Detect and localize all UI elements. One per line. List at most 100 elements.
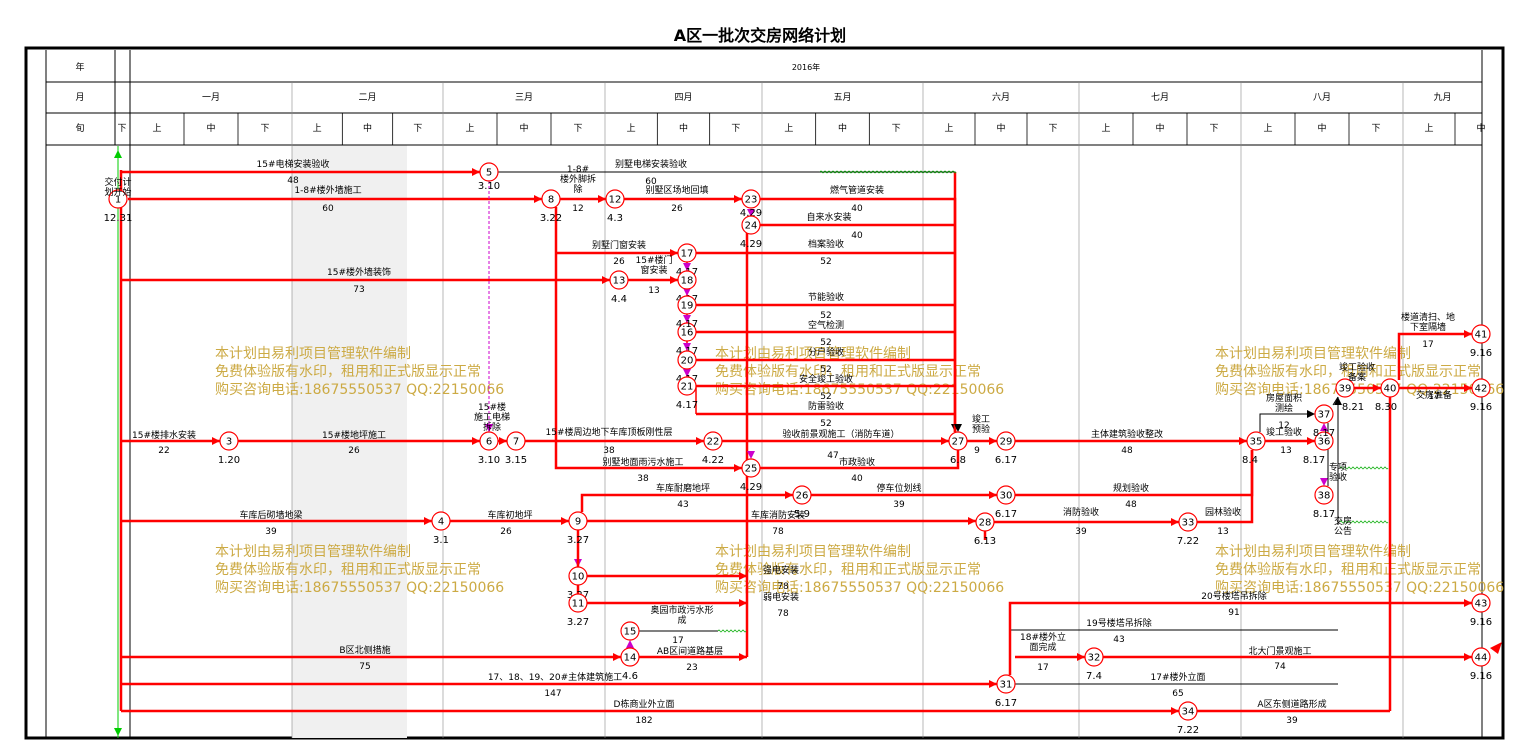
node-circle — [741, 458, 761, 478]
activity-name: 竣工验收 — [1266, 426, 1302, 438]
node-number: 7 — [513, 437, 519, 448]
activity-duration: 13 — [1217, 527, 1228, 537]
activity-name: 15#楼 — [478, 401, 506, 413]
arrow-head — [739, 653, 747, 661]
arrow-head — [1307, 410, 1315, 418]
activity-duration: 17 — [1037, 663, 1048, 673]
activity-name: 燃气管道安装 — [830, 184, 884, 196]
header-decade: 中 — [363, 122, 372, 134]
arrow-head — [1320, 478, 1328, 486]
node-number: 9 — [575, 517, 581, 528]
activity-name: 公告 — [1334, 525, 1352, 537]
activity-duration: 52 — [820, 365, 831, 375]
activity-name: D栋商业外立面 — [614, 698, 675, 710]
arrow-head — [1077, 653, 1085, 661]
activity-duration: 39 — [1075, 527, 1087, 537]
activity-name: 15#楼排水安装 — [132, 429, 196, 441]
arrow-path — [1008, 601, 1472, 675]
node-date: 6.8 — [950, 455, 966, 466]
arrow-head — [734, 464, 742, 472]
node-date: 7.22 — [1177, 725, 1199, 736]
activity-name: 施工电梯 — [474, 411, 510, 423]
arrow-head — [747, 451, 755, 459]
header-decade: 上 — [1101, 123, 1110, 134]
watermark: 本计划由易利项目管理软件编制 — [215, 346, 411, 362]
node-number: 39 — [1339, 384, 1352, 395]
activity-duration: 39 — [1286, 716, 1298, 726]
activity-name: 19号楼塔吊拆除 — [1086, 617, 1151, 629]
activity-name: 北大门景观施工 — [1248, 645, 1311, 657]
arrow-head — [785, 491, 793, 499]
node-circle — [568, 593, 588, 613]
activity-duration: 43 — [1113, 635, 1124, 645]
watermark: 购买咨询电话:18675550537 QQ:22150066 — [215, 382, 504, 398]
activity-name: 成 — [677, 614, 686, 626]
node-number: 26 — [796, 491, 809, 502]
node-circle — [479, 162, 499, 182]
free-float-wave — [819, 170, 957, 174]
activity-name: 节能验收 — [808, 291, 844, 303]
header-month: 二月 — [358, 92, 376, 103]
node-number: 34 — [1182, 707, 1195, 718]
activity-name: 专项 — [1329, 461, 1347, 473]
header-month: 六月 — [992, 91, 1010, 103]
header-month: 三月 — [515, 92, 533, 103]
arrow-head — [472, 437, 480, 445]
node-circle — [1314, 431, 1334, 451]
arrow-head — [968, 517, 976, 525]
activity-duration: 22 — [158, 446, 169, 456]
arrow-head — [1320, 423, 1328, 431]
node-date: 6.13 — [974, 536, 996, 547]
node-circle — [677, 295, 697, 315]
watermark: 本计划由易利项目管理软件编制 — [1215, 544, 1411, 560]
watermark: 免费体验版有水印，租用和正式版显示正常 — [215, 562, 481, 578]
node-circle — [677, 322, 697, 342]
node-circle — [1471, 378, 1491, 398]
activity-name: 别墅区场地回填 — [645, 184, 708, 196]
activity-duration: 17 — [1422, 340, 1433, 350]
activity-name: 15#楼门 — [636, 254, 673, 266]
node-number: 40 — [1384, 384, 1397, 395]
activity-name: 主体建筑验收整改 — [1091, 428, 1163, 440]
node-number: 35 — [1250, 437, 1263, 448]
node-circle — [677, 270, 697, 290]
node-circle — [948, 431, 968, 451]
activity-duration: 52 — [820, 419, 831, 429]
activity-duration: 52 — [820, 392, 831, 402]
activity-name: B区北侧措施 — [339, 644, 390, 656]
header-decade: 下 — [260, 124, 269, 134]
activity-duration: 48 — [287, 176, 299, 186]
header-decade: 下 — [1371, 124, 1380, 134]
arrow-head — [683, 263, 691, 271]
node-date: 3.10 — [478, 455, 500, 466]
node-circle — [1084, 647, 1104, 667]
node-number: 37 — [1318, 410, 1331, 421]
node-number: 38 — [1318, 491, 1331, 502]
activity-name: 竣工 — [972, 413, 990, 425]
activity-name: 防雷验收 — [808, 400, 844, 412]
activity-duration: 12 — [1278, 421, 1289, 431]
arrow-head — [1464, 330, 1472, 338]
node-date: 4.17 — [676, 400, 698, 411]
node-date: 6.17 — [995, 698, 1017, 709]
activity-duration: 26 — [671, 204, 683, 214]
activity-duration: 75 — [359, 662, 370, 672]
node-date: 3.27 — [567, 535, 589, 546]
activity-duration: 78 — [777, 582, 789, 592]
watermark: 本计划由易利项目管理软件编制 — [715, 544, 911, 560]
node-circle — [677, 350, 697, 370]
arrow-head — [1373, 384, 1381, 392]
activity-name: 预验 — [972, 423, 990, 435]
node-number: 13 — [613, 276, 626, 287]
arrow-head — [1464, 653, 1472, 661]
arrow-head — [734, 195, 742, 203]
arrow-head — [739, 599, 747, 607]
node-number: 43 — [1475, 599, 1488, 610]
activity-name: 车库后砌墙地梁 — [239, 509, 302, 521]
arrow-head — [534, 195, 542, 203]
header-decade: 中 — [206, 122, 215, 134]
node-date: 4.17 — [676, 319, 698, 330]
header-decade: 上 — [465, 123, 474, 134]
arrow-head — [1307, 437, 1315, 445]
arrow-head — [954, 424, 962, 432]
